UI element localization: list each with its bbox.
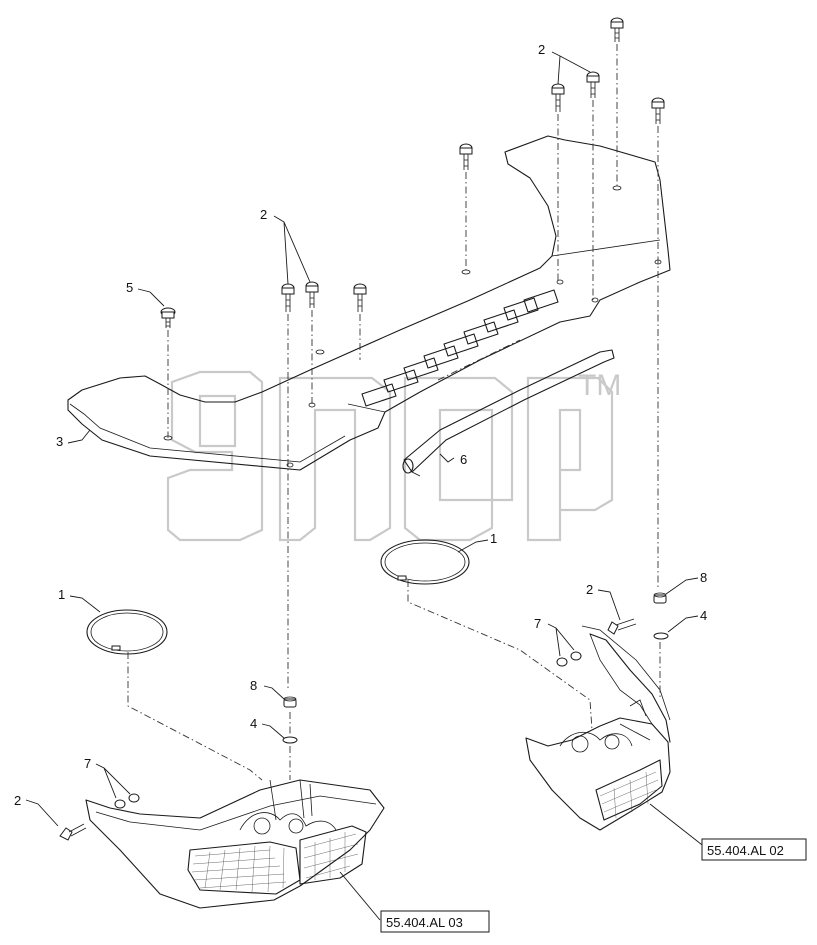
headlight-left <box>85 779 385 909</box>
callout-1-left: 1 <box>58 587 65 602</box>
callout-5: 5 <box>126 280 133 295</box>
callout-4-left: 4 <box>250 716 257 731</box>
bolt-2e <box>551 83 565 112</box>
callout-2-left: 2 <box>260 207 267 222</box>
fasteners <box>114 592 669 809</box>
nut-8-left <box>283 696 297 708</box>
bolt-2h <box>651 97 665 124</box>
callout-labels: 2 2 5 3 6 1 1 8 4 7 2 2 8 4 7 <box>14 42 707 808</box>
callout-4-right: 4 <box>700 608 707 623</box>
vent-slots <box>361 289 559 407</box>
callout-3: 3 <box>56 434 63 449</box>
bolts <box>59 17 665 841</box>
washers-7-right <box>556 651 582 667</box>
bolt-5 <box>160 307 176 328</box>
nut-8-right <box>653 592 667 604</box>
ref-box-right-light[interactable]: 55.404.AL 02 <box>701 838 807 861</box>
shield-plate <box>67 135 671 471</box>
bolt-2g <box>610 17 624 42</box>
callout-6: 6 <box>460 452 467 467</box>
bolt-2-left-light <box>59 823 87 841</box>
callout-7-left: 7 <box>84 756 91 771</box>
bolt-2a <box>281 283 295 312</box>
bolt-2b <box>305 281 319 308</box>
ref-box-left-light[interactable]: 55.404.AL 03 <box>380 910 490 933</box>
callout-2-top: 2 <box>538 42 545 57</box>
watermark-logo: TM <box>166 369 621 542</box>
clamp-ring-left <box>86 609 168 655</box>
callout-2-bottom-left: 2 <box>14 793 21 808</box>
callout-8-right: 8 <box>700 570 707 585</box>
callout-7-right: 7 <box>534 616 541 631</box>
bolt-2-right-light <box>607 618 637 635</box>
washer-4-left <box>282 736 298 744</box>
trademark-mark: TM <box>578 369 621 402</box>
bolt-2d <box>459 143 473 170</box>
washer-4-right <box>653 632 669 640</box>
ref-left-light-text: 55.404.AL 03 <box>386 915 463 930</box>
bolt-2f <box>586 71 600 98</box>
washers-7-left <box>114 793 140 809</box>
assembly-lines <box>127 44 661 781</box>
callout-8-left: 8 <box>250 678 257 693</box>
callout-2-right: 2 <box>586 582 593 597</box>
bolt-2c <box>353 283 367 312</box>
leader-lines <box>25 51 707 921</box>
headlight-right <box>525 625 671 831</box>
seal-strip <box>402 349 615 477</box>
clamp-ring-center <box>380 539 470 585</box>
callout-1-center: 1 <box>490 531 497 546</box>
ref-right-light-text: 55.404.AL 02 <box>707 843 784 858</box>
